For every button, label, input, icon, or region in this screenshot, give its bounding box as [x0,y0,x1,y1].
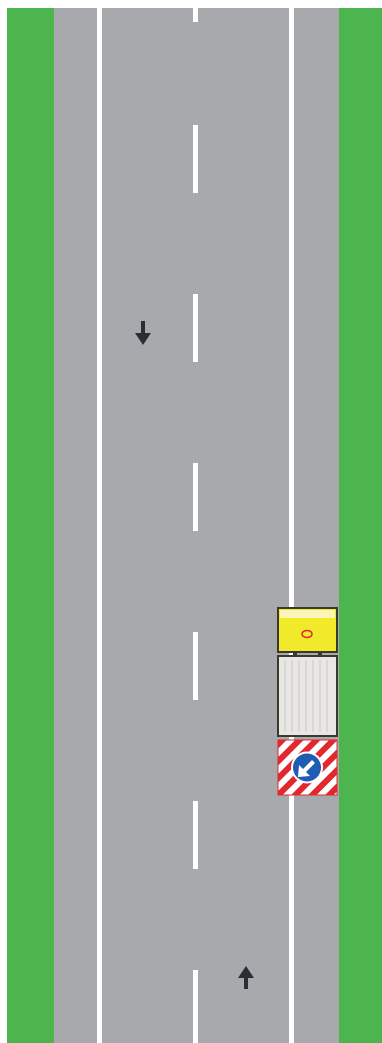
left-grass [7,8,54,1043]
vehicle-body [278,656,337,736]
center-dash [193,125,198,193]
center-dash [193,801,198,869]
center-dash [193,8,198,22]
right-edge-line [289,8,294,1043]
left-edge-line [97,8,102,1043]
center-dash [193,632,198,700]
right-grass [339,8,382,1043]
center-dash [193,970,198,1043]
work-vehicle [278,608,337,795]
cab-roof-strip [280,610,335,618]
center-dash [193,294,198,362]
center-dash [193,463,198,531]
